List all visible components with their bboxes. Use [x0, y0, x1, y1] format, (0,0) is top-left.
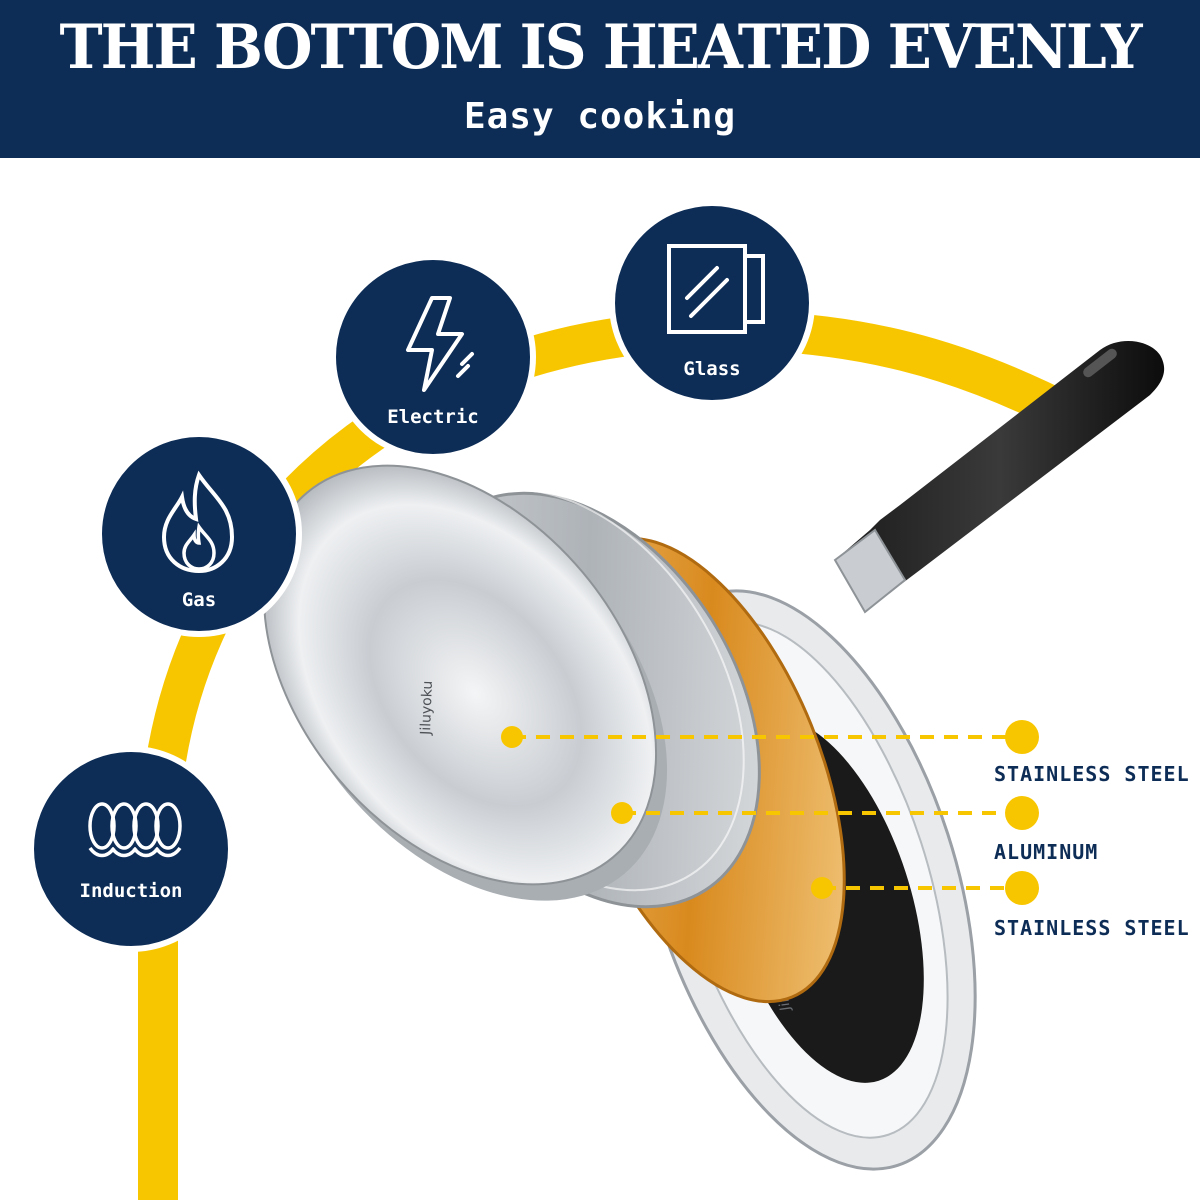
layer-label-stainless-bottom: STAINLESS STEEL: [994, 916, 1190, 940]
disc-brand-text: Jiluyoku: [418, 680, 436, 736]
stainless-steel-top-disc: Jiluyoku: [262, 464, 668, 901]
flame-icon: [161, 470, 235, 574]
layer-label-aluminum: ALUMINUM: [994, 840, 1099, 864]
badge-electric: Electric: [330, 254, 536, 460]
induction-coil-icon: [88, 802, 182, 858]
badge-label-gas: Gas: [181, 589, 217, 611]
page-title: THE BOTTOM IS HEATED EVENLY: [59, 11, 1143, 83]
header-banner: THE BOTTOM IS HEATED EVENLY Easy cooking: [0, 0, 1200, 158]
yellow-arc: [138, 309, 1069, 1200]
badge-label-glass: Glass: [683, 358, 741, 380]
badge-glass: Glass: [609, 200, 815, 406]
badge-gas: Gas: [96, 431, 302, 637]
glass-panel-icon: [667, 244, 765, 334]
layer-label-stainless-top: STAINLESS STEEL: [994, 762, 1190, 786]
badge-label-induction: Induction: [79, 880, 183, 902]
lightning-icon: [406, 296, 474, 392]
badge-label-electric: Electric: [387, 406, 479, 428]
page-subtitle: Easy cooking: [463, 96, 737, 137]
pan-handle: [833, 340, 1165, 614]
layer-leaders: [501, 720, 1039, 905]
badge-induction: Induction: [28, 746, 234, 952]
